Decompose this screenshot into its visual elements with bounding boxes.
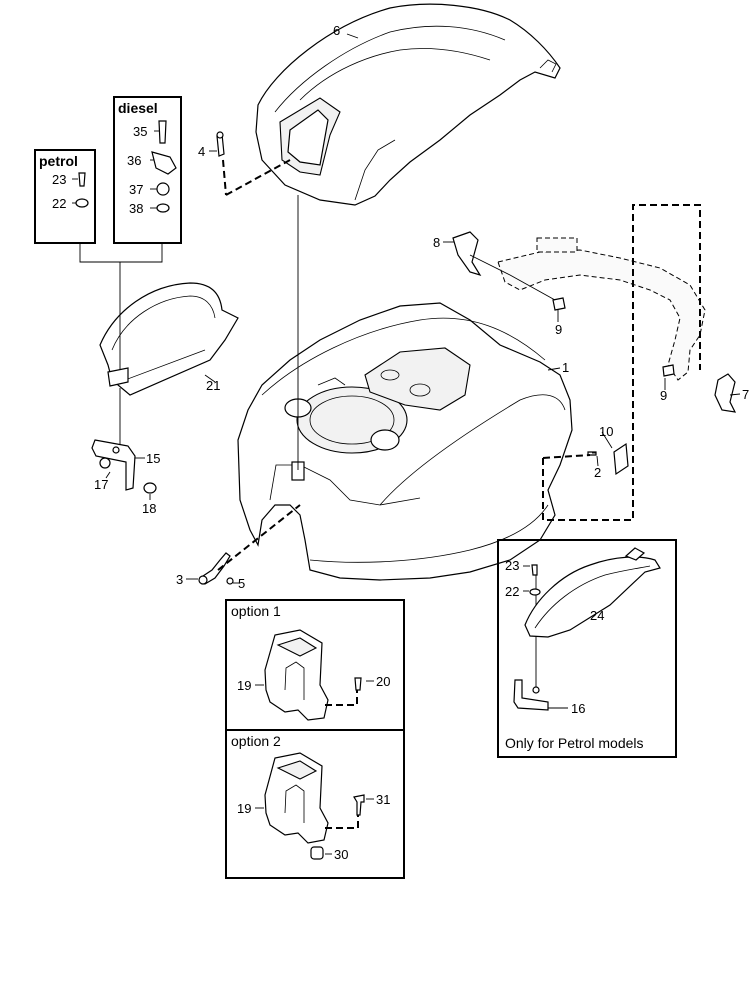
fastener-parts — [198, 131, 597, 585]
callout-31: 31 — [376, 792, 390, 807]
callout-17: 17 — [94, 477, 108, 492]
diesel-variant-box — [113, 96, 182, 244]
petrol-variant-box — [34, 149, 96, 244]
callout-23-only-petrol: 23 — [505, 558, 519, 573]
option-2-title: option 2 — [231, 733, 281, 749]
callout-15: 15 — [146, 451, 160, 466]
option-2-cover-part — [255, 752, 374, 860]
option-1-cover-part — [255, 629, 374, 721]
callout-1: 1 — [562, 360, 569, 375]
callout-6: 6 — [333, 23, 340, 38]
callout-18: 18 — [142, 501, 156, 516]
callout-16: 16 — [571, 701, 585, 716]
callout-19-option1: 19 — [237, 678, 251, 693]
callout-23-petrol: 23 — [52, 172, 66, 187]
petrol-hardware — [75, 172, 89, 208]
petrol-only-box — [497, 539, 677, 758]
callout-5: 5 — [238, 576, 245, 591]
callout-7: 7 — [742, 387, 749, 402]
tank-guard-part — [99, 282, 239, 396]
callout-20: 20 — [376, 674, 390, 689]
callout-3: 3 — [176, 572, 183, 587]
callout-9-upper: 9 — [555, 322, 562, 337]
callout-10: 10 — [599, 424, 613, 439]
hood-top-cover-part — [255, 3, 561, 206]
callout-36: 36 — [127, 153, 141, 168]
petrol-only-caption: Only for Petrol models — [505, 735, 644, 751]
bracket-15-part — [91, 439, 157, 494]
callout-38: 38 — [129, 201, 143, 216]
label-ticks — [523, 452, 596, 592]
callout-22-only-petrol: 22 — [505, 584, 519, 599]
option-1-title: option 1 — [231, 603, 281, 619]
callout-2: 2 — [594, 465, 601, 480]
callout-21: 21 — [206, 378, 220, 393]
callout-19-option2: 19 — [237, 801, 251, 816]
petrol-guard-24-part — [513, 547, 661, 711]
leader-lines — [72, 33, 741, 709]
callout-30: 30 — [334, 847, 348, 862]
option-2-box — [225, 729, 405, 879]
callout-22-petrol: 22 — [52, 196, 66, 211]
callout-37: 37 — [129, 182, 143, 197]
petrol-box-title: petrol — [39, 153, 78, 169]
callout-9-lower: 9 — [660, 388, 667, 403]
rear-fender-body-part — [237, 302, 573, 581]
decal-part — [613, 442, 629, 476]
callout-24: 24 — [590, 608, 604, 623]
side-trim-panel-part — [452, 231, 737, 413]
diesel-box-title: diesel — [118, 100, 158, 116]
callout-35: 35 — [133, 124, 147, 139]
diesel-hardware — [151, 120, 177, 213]
callout-8: 8 — [433, 235, 440, 250]
callout-4: 4 — [198, 144, 205, 159]
